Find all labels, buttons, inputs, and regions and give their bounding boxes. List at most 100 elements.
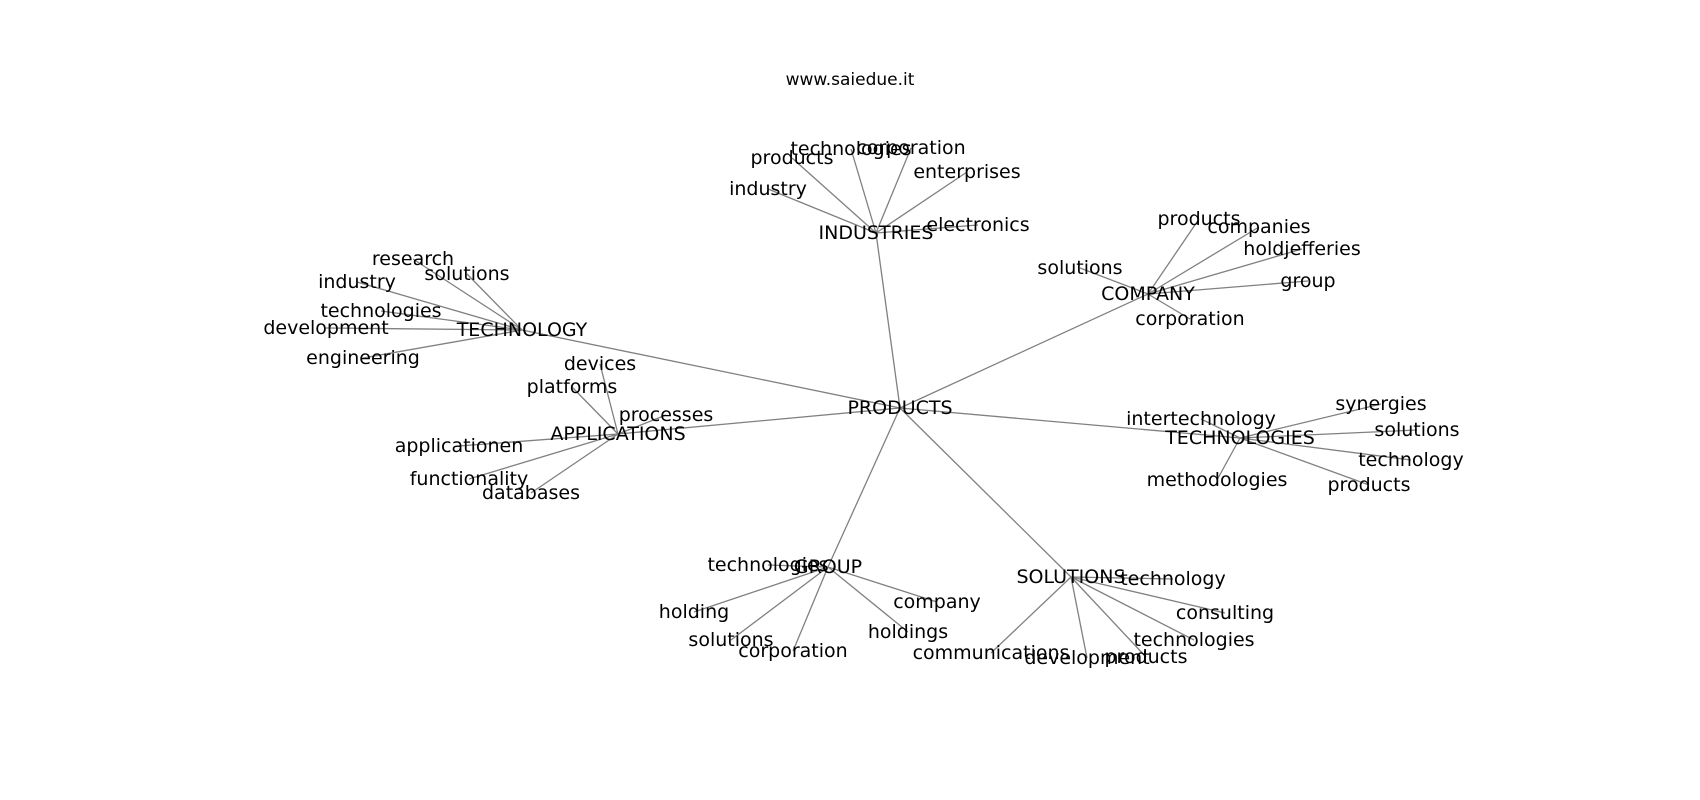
leaf-node-label: platforms bbox=[527, 376, 618, 398]
edge-solutions-leaf bbox=[1070, 576, 1088, 659]
edge-root-solutions bbox=[899, 407, 1072, 578]
leaf-node-label: electronics bbox=[926, 214, 1029, 236]
edge-industries-leaf bbox=[791, 157, 877, 234]
edge-group-leaf bbox=[730, 566, 829, 641]
leaf-node-label: corporation bbox=[856, 137, 965, 159]
edge-applications-leaf bbox=[599, 363, 619, 435]
leaf-node-label: technology bbox=[1120, 568, 1226, 590]
leaf-node-label: solutions bbox=[1374, 419, 1459, 441]
edge-applications-leaf bbox=[530, 433, 619, 494]
edge-company-leaf bbox=[1147, 293, 1191, 320]
edge-technologies-leaf bbox=[1239, 429, 1418, 439]
edge-applications-leaf bbox=[468, 433, 619, 480]
label-layer: PRODUCTSTECHNOLOGYresearchsolutionsindus… bbox=[263, 137, 1463, 669]
edge-solutions-leaf bbox=[1070, 576, 1226, 614]
hub-node-label-applications: APPLICATIONS bbox=[550, 423, 685, 445]
leaf-node-label: communications bbox=[913, 642, 1070, 664]
hub-node-label-company: COMPANY bbox=[1101, 283, 1195, 305]
leaf-node-label: processes bbox=[619, 404, 714, 426]
edge-solutions-leaf bbox=[1070, 576, 1147, 658]
edge-technologies-leaf bbox=[1200, 418, 1241, 439]
edge-company-leaf bbox=[1147, 248, 1303, 295]
edge-technology-leaf bbox=[380, 310, 523, 331]
edge-company-leaf bbox=[1147, 218, 1200, 295]
leaf-node-label: methodologies bbox=[1147, 469, 1288, 491]
leaf-node-label: products bbox=[1328, 474, 1411, 496]
leaf-node-label: technologies bbox=[790, 138, 911, 160]
edge-root-industries bbox=[875, 232, 901, 409]
leaf-node-label: applicationen bbox=[395, 435, 524, 457]
root-node-label: PRODUCTS bbox=[847, 397, 952, 419]
leaf-node-label: technologies bbox=[1133, 629, 1254, 651]
leaf-node-label: consulting bbox=[1176, 602, 1274, 624]
leaf-node-label: corporation bbox=[1135, 308, 1244, 330]
site-title: www.saiedue.it bbox=[785, 70, 915, 90]
edge-group-leaf bbox=[827, 566, 938, 603]
edge-root-technology bbox=[521, 329, 901, 409]
edge-technologies-leaf bbox=[1216, 437, 1241, 481]
leaf-node-label: industry bbox=[729, 178, 807, 200]
edge-solutions-leaf bbox=[990, 576, 1072, 654]
edge-technology-leaf bbox=[362, 329, 523, 359]
edge-technologies-leaf bbox=[1239, 437, 1412, 461]
edge-group-leaf bbox=[693, 566, 829, 613]
edge-industries-leaf bbox=[875, 147, 912, 234]
hub-node-label-technologies: TECHNOLOGIES bbox=[1164, 427, 1315, 449]
edge-company-leaf bbox=[1147, 280, 1309, 295]
leaf-node-label: research bbox=[372, 248, 454, 270]
edge-solutions-leaf bbox=[1070, 576, 1195, 641]
leaf-node-label: technology bbox=[1358, 449, 1464, 471]
leaf-node-label: enterprises bbox=[913, 161, 1020, 183]
edge-technologies-leaf bbox=[1239, 403, 1382, 439]
leaf-node-label: development bbox=[263, 317, 388, 339]
leaf-node-label: industry bbox=[318, 271, 396, 293]
edge-applications-leaf bbox=[571, 386, 619, 435]
edge-technology-leaf bbox=[412, 258, 523, 331]
leaf-node-label: synergies bbox=[1335, 393, 1426, 415]
edge-root-technologies bbox=[899, 407, 1241, 439]
leaf-node-label: engineering bbox=[306, 347, 420, 369]
edge-layer bbox=[325, 147, 1418, 659]
edge-industries-leaf bbox=[850, 148, 877, 234]
edge-company-leaf bbox=[1079, 267, 1149, 295]
edge-group-leaf bbox=[827, 566, 909, 633]
edge-technology-leaf bbox=[356, 281, 523, 331]
edge-root-company bbox=[899, 293, 1149, 409]
hub-node-label-technology: TECHNOLOGY bbox=[456, 319, 588, 341]
edge-technology-leaf bbox=[325, 327, 523, 331]
edge-solutions-leaf bbox=[1070, 576, 1174, 580]
leaf-node-label: products bbox=[1158, 208, 1241, 230]
leaf-node-label: products bbox=[1105, 646, 1188, 668]
leaf-node-label: holdjefferies bbox=[1243, 238, 1360, 260]
edge-company-leaf bbox=[1147, 226, 1260, 295]
leaf-node-label: holding bbox=[659, 601, 729, 623]
leaf-node-label: solutions bbox=[424, 263, 509, 285]
leaf-node-label: companies bbox=[1207, 216, 1310, 238]
edge-applications-leaf bbox=[617, 414, 667, 435]
edge-group-leaf bbox=[792, 566, 829, 652]
edge-industries-leaf bbox=[767, 188, 877, 234]
edge-technologies-leaf bbox=[1239, 437, 1370, 486]
leaf-node-label: databases bbox=[482, 482, 580, 504]
leaf-node-label: solutions bbox=[688, 629, 773, 651]
edge-applications-leaf bbox=[458, 433, 619, 447]
leaf-node-label: products bbox=[751, 147, 834, 169]
leaf-node-label: holdings bbox=[868, 621, 948, 643]
edge-industries-leaf bbox=[875, 171, 968, 234]
hub-node-label-group: GROUP bbox=[794, 556, 862, 578]
leaf-node-label: devices bbox=[564, 353, 636, 375]
leaf-node-label: development bbox=[1024, 647, 1149, 669]
leaf-node-label: company bbox=[893, 591, 981, 613]
leaf-node-label: solutions bbox=[1037, 257, 1122, 279]
leaf-node-label: intertechnology bbox=[1126, 408, 1276, 430]
edge-technology-leaf bbox=[466, 273, 523, 331]
leaf-node-label: corporation bbox=[738, 640, 847, 662]
leaf-node-label: group bbox=[1280, 270, 1335, 292]
hub-node-label-industries: INDUSTRIES bbox=[819, 222, 934, 244]
edge-industries-leaf bbox=[875, 224, 979, 234]
hub-node-label-solutions: SOLUTIONS bbox=[1017, 566, 1126, 588]
edge-root-group bbox=[827, 407, 901, 568]
leaf-node-label: technologies bbox=[707, 554, 828, 576]
